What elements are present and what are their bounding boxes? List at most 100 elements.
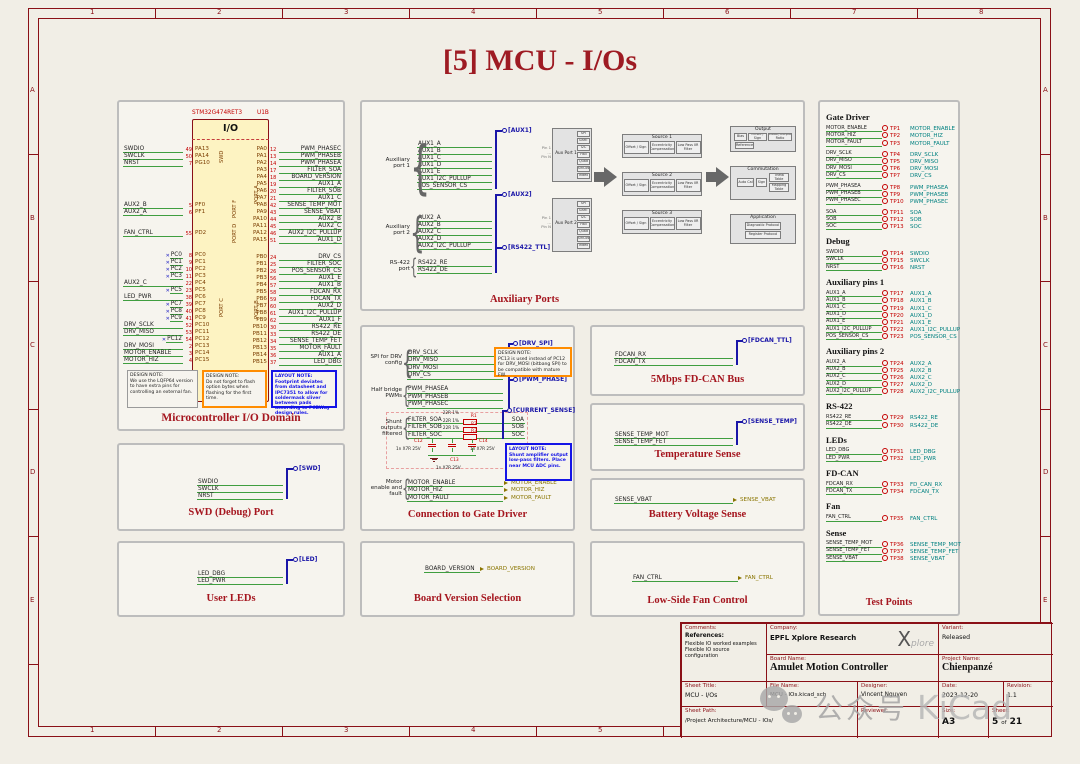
reviewer-cell: Reviewer: bbox=[857, 706, 938, 738]
net-label: AUX2_D bbox=[826, 381, 882, 389]
pin-number: 4 bbox=[188, 357, 192, 364]
test-point-icon bbox=[882, 249, 888, 256]
test-point-ref: TP26 bbox=[890, 374, 904, 381]
pin-name: PA2 bbox=[256, 160, 267, 166]
test-point-icon bbox=[882, 540, 888, 547]
net-label: AUX1_E bbox=[826, 319, 882, 326]
revision-label: Revision: bbox=[1007, 683, 1032, 689]
pin-number: 52 bbox=[185, 322, 192, 329]
net-label: FDCAN_RX bbox=[826, 481, 882, 489]
pin-number: 51 bbox=[270, 237, 277, 244]
net-label: LED_PWR bbox=[123, 294, 183, 301]
source-stage: Low Pass IIR Filter bbox=[675, 179, 701, 192]
net-label: AUX1_A bbox=[279, 181, 342, 188]
net-label: AUX2_B bbox=[279, 216, 342, 223]
hierarchical-label: [SENSE_TEMP] bbox=[742, 418, 797, 425]
no-connect-icon: ✕ bbox=[161, 337, 167, 343]
test-point-net-name: RS422_DE bbox=[910, 422, 939, 429]
test-point-ref: TP28 bbox=[890, 389, 904, 396]
capacitor-lead bbox=[431, 448, 433, 452]
net-label: SWDIO bbox=[826, 250, 882, 257]
test-point-icon bbox=[882, 139, 888, 146]
net-label: LED_PWR bbox=[826, 455, 882, 462]
aux-port-interface: Hall bbox=[577, 222, 590, 228]
net-label: AUX1_E bbox=[417, 168, 492, 176]
test-point-ref: TP14 bbox=[890, 250, 904, 257]
test-point-net-name: SOB bbox=[910, 217, 922, 224]
test-point-ref: TP1 bbox=[890, 126, 901, 133]
net-label: SENSE_TEMP_FET bbox=[826, 548, 882, 555]
output-cell: Offset / Sign bbox=[748, 133, 767, 141]
variant-label: Variant: bbox=[942, 625, 964, 631]
bus-wire bbox=[286, 468, 293, 470]
net-label: DRV_MOSI bbox=[826, 165, 882, 173]
pin-name: PA12 bbox=[253, 230, 267, 236]
hier-label-circle bbox=[742, 418, 747, 424]
test-point-group-header: FD-CAN bbox=[826, 468, 859, 478]
no-connect-icon: ✕ bbox=[165, 302, 170, 308]
test-point-icon bbox=[882, 414, 888, 421]
test-point-net-name: AUX1_A bbox=[910, 291, 932, 298]
port-group-label: PORT B bbox=[254, 300, 260, 320]
frame-column-number: 5 bbox=[598, 8, 603, 16]
aux-port-interface: I2C bbox=[577, 145, 590, 151]
mcu-part-number: STM32G474RET3 bbox=[192, 110, 243, 116]
watermark-cn-text: 公众号 bbox=[815, 692, 909, 725]
pin-number: 37 bbox=[270, 359, 277, 366]
pin-name: PB4 bbox=[256, 282, 267, 288]
frame-column-number: 6 bbox=[725, 8, 730, 16]
test-point-icon bbox=[882, 304, 888, 311]
test-point-icon bbox=[882, 359, 888, 366]
group-brace: { bbox=[402, 414, 411, 442]
test-point-ref: TP16 bbox=[890, 265, 904, 271]
frame-column-number: 1 bbox=[90, 8, 95, 16]
bus-wire bbox=[736, 340, 743, 342]
test-point-net-name: SENSE_VBAT bbox=[910, 556, 946, 563]
board-name-value: Amulet Motion Controller bbox=[770, 662, 889, 673]
block-title: Microcontroller I/O Domain bbox=[161, 412, 301, 424]
aux-port-interface: I2C bbox=[577, 215, 590, 221]
sheet-number-cell: Sheet: 5 of 21 bbox=[988, 706, 1053, 738]
net-label: SOC bbox=[476, 432, 525, 439]
pin-name: PB7 bbox=[256, 303, 267, 309]
source-stage: Eccentricity Compensation bbox=[649, 141, 675, 154]
test-point-net-name: DRV_MISO bbox=[910, 158, 939, 165]
resistor-value-segment: 22R 1% bbox=[442, 418, 463, 432]
sheet-path-value: /Project Architecture/MCU - IOs/ bbox=[685, 718, 774, 724]
pin-number: 5 bbox=[188, 202, 192, 209]
hier-output-text: MOTOR_FAULT bbox=[511, 494, 552, 501]
wechat-eye bbox=[794, 712, 797, 715]
net-label: PC7 bbox=[169, 300, 183, 308]
capacitor-symbol bbox=[468, 439, 476, 452]
pin-number: 33 bbox=[270, 331, 277, 338]
bus-wire bbox=[502, 410, 504, 439]
port-group-label: PORT D bbox=[232, 223, 238, 244]
pin-name: PC14 bbox=[195, 350, 210, 356]
project-name-cell: Project Name: Chienpanzé bbox=[938, 654, 1053, 681]
sheet-title-value: MCU - I/Os bbox=[685, 692, 718, 699]
designer-label: Designer: bbox=[861, 683, 888, 689]
pin-number: 59 bbox=[270, 296, 277, 303]
net-label: NRST bbox=[123, 160, 183, 167]
net-label: AUX2_I2C_PULLUP bbox=[417, 242, 492, 250]
pin-name: PA14 bbox=[195, 153, 209, 159]
pin-name: PB5 bbox=[256, 289, 267, 295]
